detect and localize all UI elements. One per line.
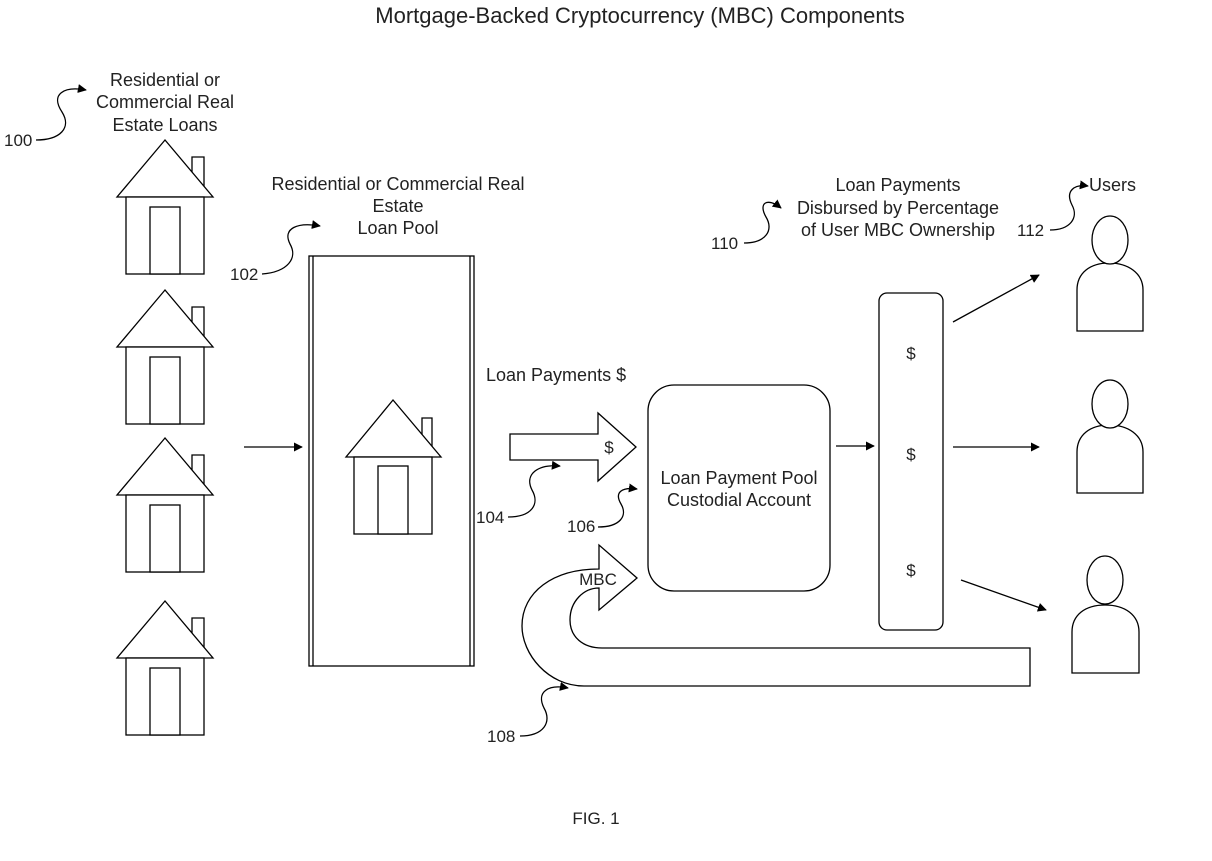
- ref-102-leader: [261, 220, 321, 275]
- ref-112-leader: [1049, 180, 1089, 231]
- loan-pool-label-line-2: Estate: [372, 196, 423, 216]
- loans-label-line-1: Residential or: [110, 70, 220, 90]
- ref-110-leader: [743, 199, 782, 244]
- loan-payments-block-arrow: [509, 411, 637, 483]
- mbc-return-arrow: [521, 543, 1031, 687]
- mbc-label: MBC: [579, 570, 617, 589]
- loan-payments-dollar: $: [604, 438, 614, 457]
- loan-house-2: [115, 288, 215, 425]
- loans-label-line-3: Estate Loans: [112, 115, 217, 135]
- loan-payments-label: Loan Payments $: [486, 365, 626, 385]
- custodial-account-box: [647, 384, 831, 592]
- ref-110: 110: [711, 234, 738, 253]
- disbursement-to-user-3-arrow: [960, 579, 1047, 612]
- loans-label-line-2: Commercial Real: [96, 92, 234, 112]
- ref-108-leader: [519, 682, 569, 737]
- user-2-avatar: [1076, 379, 1144, 494]
- ref-100: 100: [4, 131, 32, 150]
- loan-house-1: [115, 138, 215, 275]
- ref-108: 108: [487, 727, 515, 746]
- ref-106: 106: [567, 517, 595, 536]
- loans-label: Residential or Commercial Real Estate Lo…: [96, 70, 234, 135]
- figure-label: FIG. 1: [572, 809, 619, 828]
- disbursement-label: Loan Payments Disbursed by Percentage of…: [797, 175, 999, 240]
- disbursement-label-line-1: Loan Payments: [835, 175, 960, 195]
- ref-106-leader: [597, 483, 638, 528]
- ref-104: 104: [476, 508, 504, 527]
- disbursement-dollar-2: $: [906, 445, 916, 464]
- user-1-avatar: [1076, 215, 1144, 332]
- disbursement-column: [878, 292, 944, 631]
- ref-112: 112: [1017, 221, 1044, 240]
- ref-104-leader: [507, 460, 561, 518]
- pool-house: [344, 398, 443, 535]
- disbursement-dollar-3: $: [906, 561, 916, 580]
- loan-house-4: [115, 599, 215, 736]
- ref-100-leader: [35, 84, 87, 141]
- users-label: Users: [1089, 175, 1136, 195]
- user-3-avatar: [1071, 555, 1140, 674]
- loan-pool-label: Residential or Commercial Real Estate Lo…: [271, 174, 524, 238]
- disbursement-label-line-2: Disbursed by Percentage: [797, 198, 999, 218]
- ref-102: 102: [230, 265, 258, 284]
- custodial-account-label-line-2: Custodial Account: [667, 490, 811, 510]
- loan-pool-label-line-3: Loan Pool: [357, 218, 438, 238]
- disbursement-to-user-1-arrow: [952, 274, 1040, 323]
- disbursement-label-line-3: of User MBC Ownership: [801, 220, 995, 240]
- loan-pool-label-line-1: Residential or Commercial Real: [271, 174, 524, 194]
- custodial-account-label-line-1: Loan Payment Pool: [660, 468, 817, 488]
- disbursement-dollar-1: $: [906, 344, 916, 363]
- loan-house-3: [115, 436, 215, 573]
- diagram-title: Mortgage-Backed Cryptocurrency (MBC) Com…: [375, 3, 904, 28]
